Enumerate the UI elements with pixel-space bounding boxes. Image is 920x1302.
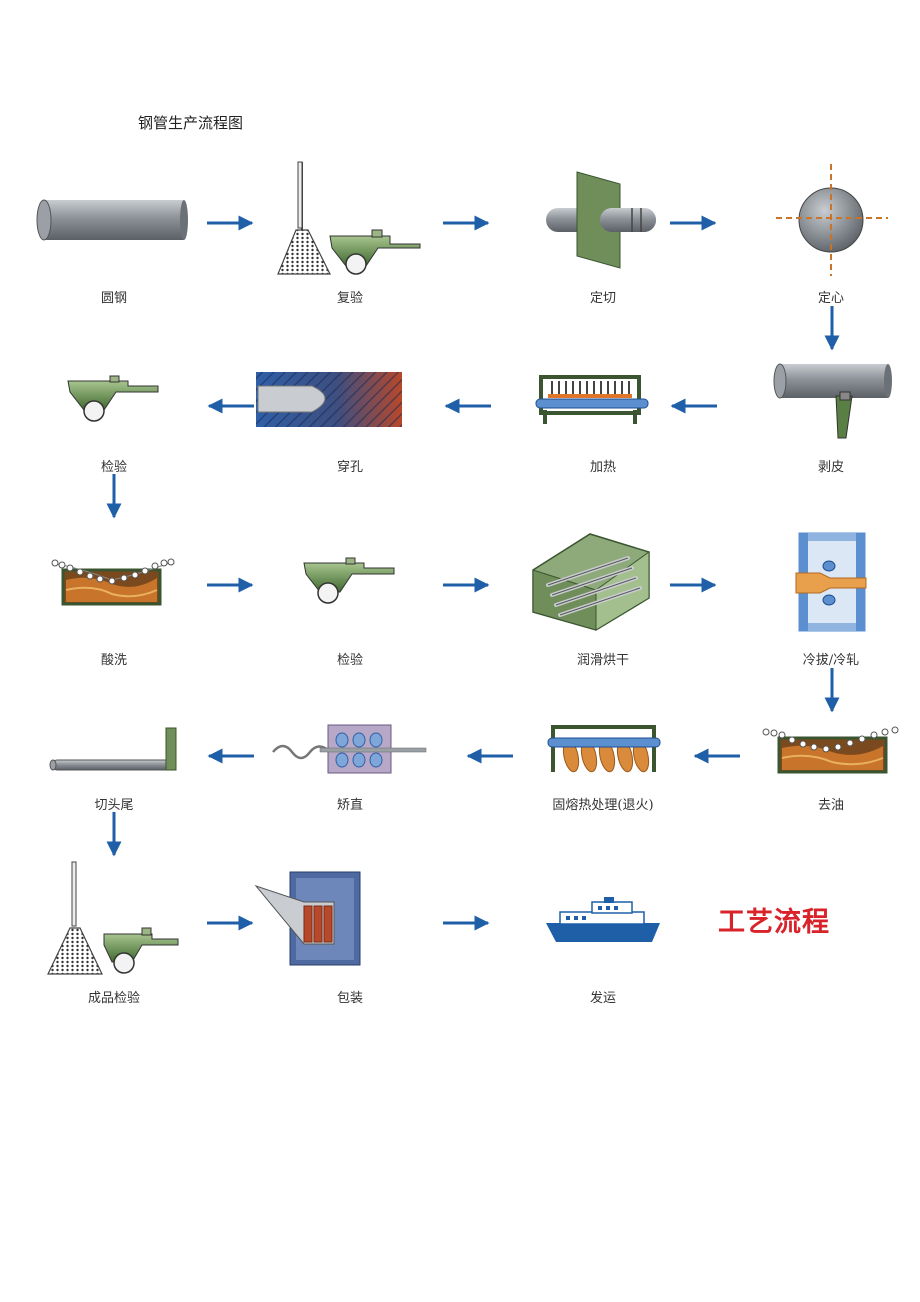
step-label-cutting: 定切: [589, 291, 616, 306]
re-inspection-icon: [277, 161, 421, 275]
page-title: 钢管生产流程图: [138, 114, 244, 132]
heating-furnace-icon: [535, 375, 649, 424]
step-label-round-bar: 圆钢: [100, 291, 127, 306]
cold-drawing-icon: [795, 532, 867, 632]
peeling-icon: [773, 363, 892, 439]
step-label-re-inspection: 复验: [336, 291, 363, 306]
step-label-shipping: 发运: [589, 991, 616, 1006]
step-label-pickling: 酸洗: [100, 653, 127, 668]
ship-icon: [546, 897, 660, 942]
step-label-piercing: 穿孔: [336, 460, 363, 475]
step-label-annealing: 固熔热处理(退火): [552, 798, 654, 813]
step-label-end-cutting: 切头尾: [94, 798, 134, 813]
centering-icon: [776, 164, 888, 276]
round-bar-icon: [36, 199, 188, 241]
annealing-furnace-icon: [547, 725, 661, 773]
straightening-icon: [272, 724, 427, 774]
step-label-lubrication-drying: 润滑烘干: [576, 653, 629, 668]
step-label-cold-drawing: 冷拔/冷轧: [802, 653, 860, 668]
step-label-degreasing: 去油: [817, 798, 844, 813]
cutting-icon: [546, 171, 656, 269]
packaging-icon: [254, 871, 361, 966]
process-flow-stamp: 工艺流程: [718, 907, 830, 938]
lubrication-drying-icon: [532, 533, 650, 631]
piercing-icon: [256, 372, 402, 427]
inspection-icon: [67, 375, 159, 422]
flow-arrows: [106, 215, 840, 931]
end-cutting-icon: [49, 727, 177, 771]
step-label-inspection: 检验: [100, 460, 127, 475]
degreasing-tank-icon: [762, 726, 899, 774]
step-label-inspection: 检验: [336, 653, 363, 668]
step-label-centering: 定心: [817, 291, 844, 306]
inspection-icon: [303, 557, 395, 604]
step-label-heating: 加热: [589, 460, 616, 475]
step-label-packaging: 包装: [336, 991, 363, 1006]
step-label-peeling: 剥皮: [817, 460, 844, 475]
pickling-tank-icon: [51, 558, 175, 606]
step-label-final-inspection: 成品检验: [87, 991, 140, 1006]
final-inspection-icon: [47, 861, 179, 975]
step-label-straightening: 矫直: [336, 798, 363, 813]
